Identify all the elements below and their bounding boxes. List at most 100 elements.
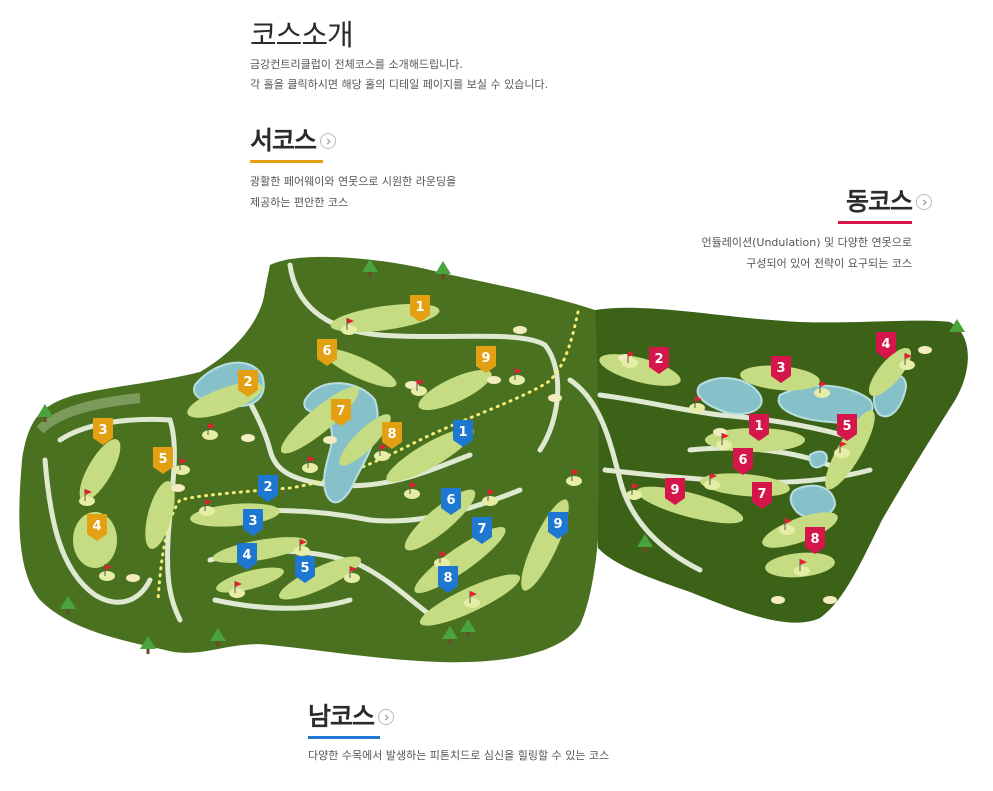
fairway bbox=[418, 369, 492, 411]
hole-marker-badge bbox=[317, 339, 337, 366]
putting-green bbox=[626, 490, 642, 500]
fairway bbox=[323, 348, 397, 388]
page-title: 코스소개 bbox=[250, 18, 354, 52]
east-hole-5-marker[interactable]: 5 bbox=[837, 414, 857, 441]
hole-number: 4 bbox=[92, 519, 101, 534]
east-course-desc-line: 구성되어 있어 전략이 요구되는 코스 bbox=[746, 257, 912, 270]
south-course-arrow-button[interactable] bbox=[378, 709, 395, 725]
east-hole-6-marker[interactable]: 6 bbox=[733, 448, 753, 475]
putting-green bbox=[704, 480, 720, 490]
boundary-dotted-line bbox=[156, 310, 580, 602]
cart-path bbox=[567, 377, 703, 573]
hole-marker-badge bbox=[153, 447, 173, 474]
bunker bbox=[487, 376, 501, 384]
flag-icon bbox=[205, 499, 212, 505]
east-course-arrow-button[interactable] bbox=[916, 194, 932, 210]
south-hole-8-marker[interactable]: 8 bbox=[438, 566, 458, 593]
cart-path bbox=[57, 416, 183, 623]
south-course-underline bbox=[308, 736, 380, 739]
putting-green bbox=[509, 375, 525, 385]
west-course-arrow-button[interactable] bbox=[320, 133, 337, 149]
putting-green bbox=[302, 463, 318, 473]
flag-icon bbox=[800, 559, 807, 565]
hole-marker-badge bbox=[438, 566, 458, 593]
east-hole-1-marker[interactable]: 1 bbox=[749, 414, 769, 441]
south-hole-7-marker[interactable]: 7 bbox=[472, 517, 492, 544]
hole-number: 7 bbox=[477, 522, 486, 537]
hole-number: 5 bbox=[300, 561, 309, 576]
flag-icon bbox=[235, 581, 242, 587]
hole-marker-badge bbox=[733, 448, 753, 475]
putting-green bbox=[99, 571, 115, 581]
west-hole-1-marker[interactable]: 1 bbox=[410, 295, 430, 322]
south-course-desc-line: 다양한 수목에서 발생하는 피톤치드로 심신을 힐링할 수 있는 코스 bbox=[308, 749, 610, 762]
hole-number: 9 bbox=[670, 483, 679, 498]
west-hole-5-marker[interactable]: 5 bbox=[153, 447, 173, 474]
putting-green bbox=[202, 430, 218, 440]
hole-marker-badge bbox=[876, 332, 896, 359]
south-hole-3-marker[interactable]: 3 bbox=[243, 509, 263, 536]
hole-marker-badge bbox=[749, 414, 769, 441]
trees bbox=[37, 259, 965, 654]
cart-path bbox=[597, 392, 863, 443]
putting-green bbox=[464, 598, 480, 608]
course-boundary bbox=[156, 310, 580, 602]
bunker bbox=[171, 484, 185, 492]
south-hole-2-marker[interactable]: 2 bbox=[258, 475, 278, 502]
east-course-title[interactable]: 동코스 bbox=[845, 187, 913, 216]
hole-number: 2 bbox=[263, 480, 272, 495]
south-course-title[interactable]: 남코스 bbox=[308, 702, 375, 731]
tree-icon bbox=[637, 534, 653, 552]
tree-icon bbox=[435, 261, 451, 279]
hole-number: 6 bbox=[322, 344, 331, 359]
hole-marker-badge bbox=[453, 420, 473, 447]
west-hole-6-marker[interactable]: 6 bbox=[317, 339, 337, 366]
south-hole-6-marker[interactable]: 6 bbox=[441, 488, 461, 515]
south-hole-5-marker[interactable]: 5 bbox=[295, 556, 315, 583]
south-hole-4-marker[interactable]: 4 bbox=[237, 543, 257, 570]
south-hole-9-marker[interactable]: 9 bbox=[548, 512, 568, 539]
west-course-title[interactable]: 서코스 bbox=[250, 126, 317, 155]
west-hole-8-marker[interactable]: 8 bbox=[382, 422, 402, 449]
bunker bbox=[241, 434, 255, 442]
flag-icon bbox=[410, 482, 417, 488]
south-hole-1-marker[interactable]: 1 bbox=[453, 420, 473, 447]
hole-marker-badge bbox=[472, 517, 492, 544]
east-hole-7-marker[interactable]: 7 bbox=[752, 482, 772, 509]
putting-green bbox=[899, 360, 915, 370]
fairway bbox=[278, 556, 362, 600]
flag-icon bbox=[208, 423, 215, 429]
west-hole-2-marker[interactable]: 2 bbox=[238, 370, 258, 397]
fairway bbox=[414, 526, 506, 594]
west-course-desc-line: 제공하는 편안한 코스 bbox=[250, 196, 349, 209]
east-hole-8-marker[interactable]: 8 bbox=[805, 527, 825, 554]
putting-green bbox=[834, 448, 850, 458]
west-hole-4-marker[interactable]: 4 bbox=[87, 514, 107, 541]
east-course-section: 동코스 언듈레이션(Undulation) 및 다양한 연못으로 구성되어 있어… bbox=[660, 185, 932, 274]
hole-number: 5 bbox=[842, 419, 851, 434]
east-hole-2-marker[interactable]: 2 bbox=[649, 347, 669, 374]
west-course-section: 서코스 광활한 페어웨이와 연못으로 시원한 라운딩을 제공하는 편안한 코스 bbox=[250, 124, 456, 213]
west-hole-3-marker[interactable]: 3 bbox=[93, 418, 113, 445]
intro-line-2: 각 홀을 클릭하시면 해당 홀의 디테일 페이지를 보실 수 있습니다. bbox=[250, 78, 549, 91]
hole-marker-badge bbox=[410, 295, 430, 322]
bunker bbox=[548, 394, 562, 402]
tree-icon bbox=[460, 619, 476, 637]
hole-marker-badge bbox=[243, 509, 263, 536]
flag-icon bbox=[417, 379, 424, 385]
east-hole-4-marker[interactable]: 4 bbox=[876, 332, 896, 359]
west-hole-7-marker[interactable]: 7 bbox=[331, 399, 351, 426]
hole-marker-badge bbox=[93, 418, 113, 445]
flag-icon bbox=[632, 483, 639, 489]
fairway bbox=[868, 347, 912, 397]
west-hole-9-marker[interactable]: 9 bbox=[476, 346, 496, 373]
putting-green bbox=[794, 566, 810, 576]
hole-number: 1 bbox=[415, 300, 424, 315]
east-hole-3-marker[interactable]: 3 bbox=[771, 356, 791, 383]
east-hole-9-marker[interactable]: 9 bbox=[665, 478, 685, 505]
putting-green bbox=[566, 476, 582, 486]
bunker bbox=[823, 596, 837, 604]
flag-icon bbox=[695, 396, 702, 402]
hole-number: 4 bbox=[881, 337, 890, 352]
